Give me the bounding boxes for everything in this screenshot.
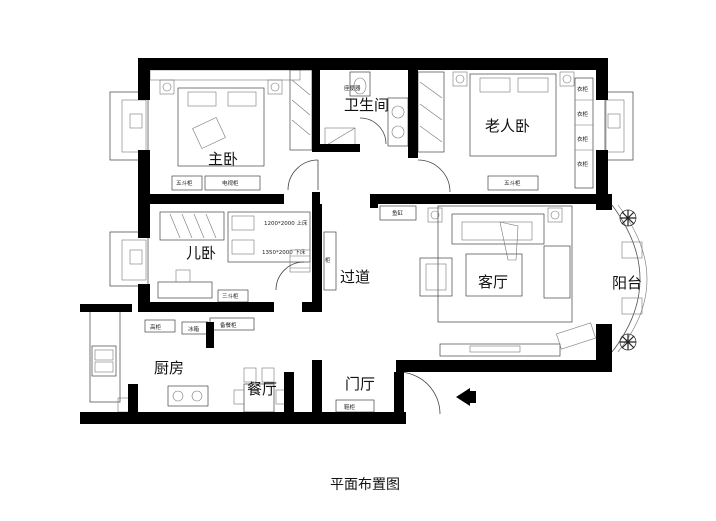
sofa	[451, 213, 545, 245]
label-bunk-top: 1200*2000 上床	[264, 219, 308, 227]
room-label-master-bedroom: 主卧	[208, 150, 238, 168]
room-label-elder-bedroom: 老人卧	[485, 117, 530, 135]
chest	[171, 175, 203, 191]
tv-cabinet-living	[439, 343, 561, 357]
side-sofa	[543, 245, 571, 299]
walls	[80, 58, 612, 424]
room-label-dining-room: 餐厅	[247, 380, 277, 398]
label-aquarium: 鱼缸	[392, 209, 404, 217]
master-bed	[177, 87, 265, 167]
bunk-bed	[227, 211, 311, 263]
coffee-table	[465, 253, 523, 297]
elder-bed	[469, 73, 557, 157]
vanity	[387, 97, 409, 147]
plan-caption: 平面布置图	[330, 477, 400, 493]
label-shoe-cabinet: 鞋柜	[344, 403, 356, 411]
label-wardrobe-2: 衣柜	[577, 110, 589, 118]
entrance-arrow-icon	[456, 388, 470, 406]
armchair	[419, 257, 453, 297]
stove	[167, 385, 209, 407]
label-sideboard: 备餐柜	[220, 321, 237, 329]
bookshelf	[159, 211, 225, 241]
room-label-living-room: 客厅	[478, 273, 508, 291]
label-wardrobe-1: 衣柜	[577, 85, 589, 93]
label-toilet: 座便器	[344, 84, 361, 92]
nightstand	[559, 71, 575, 87]
aquarium	[379, 205, 417, 221]
entrance-arrow-shaft	[468, 391, 476, 403]
room-label-balcony: 阳台	[612, 274, 642, 292]
label-chest-kids: 三斗柜	[222, 292, 239, 300]
plant-icon	[619, 333, 637, 351]
room-label-bathroom: 卫生间	[344, 96, 389, 114]
room-label-kids-room: 儿卧	[186, 244, 216, 262]
room-label-kitchen: 厨房	[154, 359, 184, 377]
desk	[157, 281, 213, 299]
corridor-cabinet	[323, 231, 337, 291]
doors	[275, 117, 451, 415]
label-wardrobe-4: 衣柜	[577, 160, 589, 168]
room-label-corridor: 过道	[340, 268, 370, 286]
label-chest-elder: 五斗柜	[504, 179, 521, 187]
nightstand	[267, 79, 283, 95]
toilet	[349, 71, 371, 97]
label-corridor-cabinet: 柜	[325, 256, 331, 264]
room-label-foyer: 门厅	[345, 375, 375, 393]
label-tv-cabinet: 电视柜	[222, 179, 239, 187]
wardrobe-column	[574, 77, 594, 189]
chest	[487, 175, 539, 191]
label-chest-master: 五斗柜	[176, 179, 193, 187]
tv-cabinet	[204, 175, 261, 191]
nightstand	[159, 79, 175, 95]
high-cabinet	[144, 319, 176, 333]
label-wardrobe-3: 衣柜	[577, 135, 589, 143]
wardrobe	[289, 69, 313, 151]
label-bunk-bottom: 1350*2000 下床	[262, 248, 306, 256]
label-high-cabinet: 高柜	[150, 323, 162, 331]
label-fridge: 冰箱	[188, 325, 200, 333]
sink	[91, 345, 117, 377]
plant-icon	[619, 209, 637, 227]
nightstand	[452, 71, 468, 87]
